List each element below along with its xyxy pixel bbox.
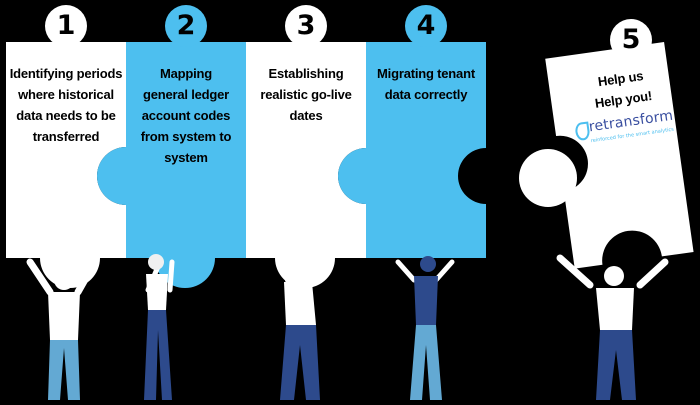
puzzle-piece-1 xyxy=(6,42,126,288)
step-4-number: 4 xyxy=(416,10,436,41)
puzzle-piece-4 xyxy=(338,42,486,258)
figure-1 xyxy=(26,258,99,400)
badge-5 xyxy=(610,19,652,61)
puzzle-piece-2 xyxy=(97,42,246,288)
puzzle-knob-4 xyxy=(486,148,514,204)
step-3-text: Establishing realistic go-live dates xyxy=(260,66,352,123)
puzzle-piece-5 xyxy=(545,42,694,269)
step-3-number: 3 xyxy=(296,10,316,41)
step-5-number: 5 xyxy=(621,24,641,55)
figure-5 xyxy=(556,254,669,400)
step-1-number: 1 xyxy=(56,10,76,41)
puzzle-piece-3 xyxy=(246,42,366,288)
figure-3 xyxy=(280,245,321,400)
step-1-text: Identifying periods where historical dat… xyxy=(9,66,123,144)
step-2-number: 2 xyxy=(176,10,196,41)
step-4-text: Migrating tenant data correctly xyxy=(377,66,475,102)
step-2-text: Mapping general ledger account codes fro… xyxy=(140,66,232,165)
badge-1 xyxy=(45,5,87,47)
figure-2 xyxy=(144,254,175,400)
badge-4 xyxy=(405,5,447,47)
badge-2 xyxy=(165,5,207,47)
badge-3 xyxy=(285,5,327,47)
puzzle-knob-loose xyxy=(519,149,577,207)
figure-4 xyxy=(395,256,455,400)
